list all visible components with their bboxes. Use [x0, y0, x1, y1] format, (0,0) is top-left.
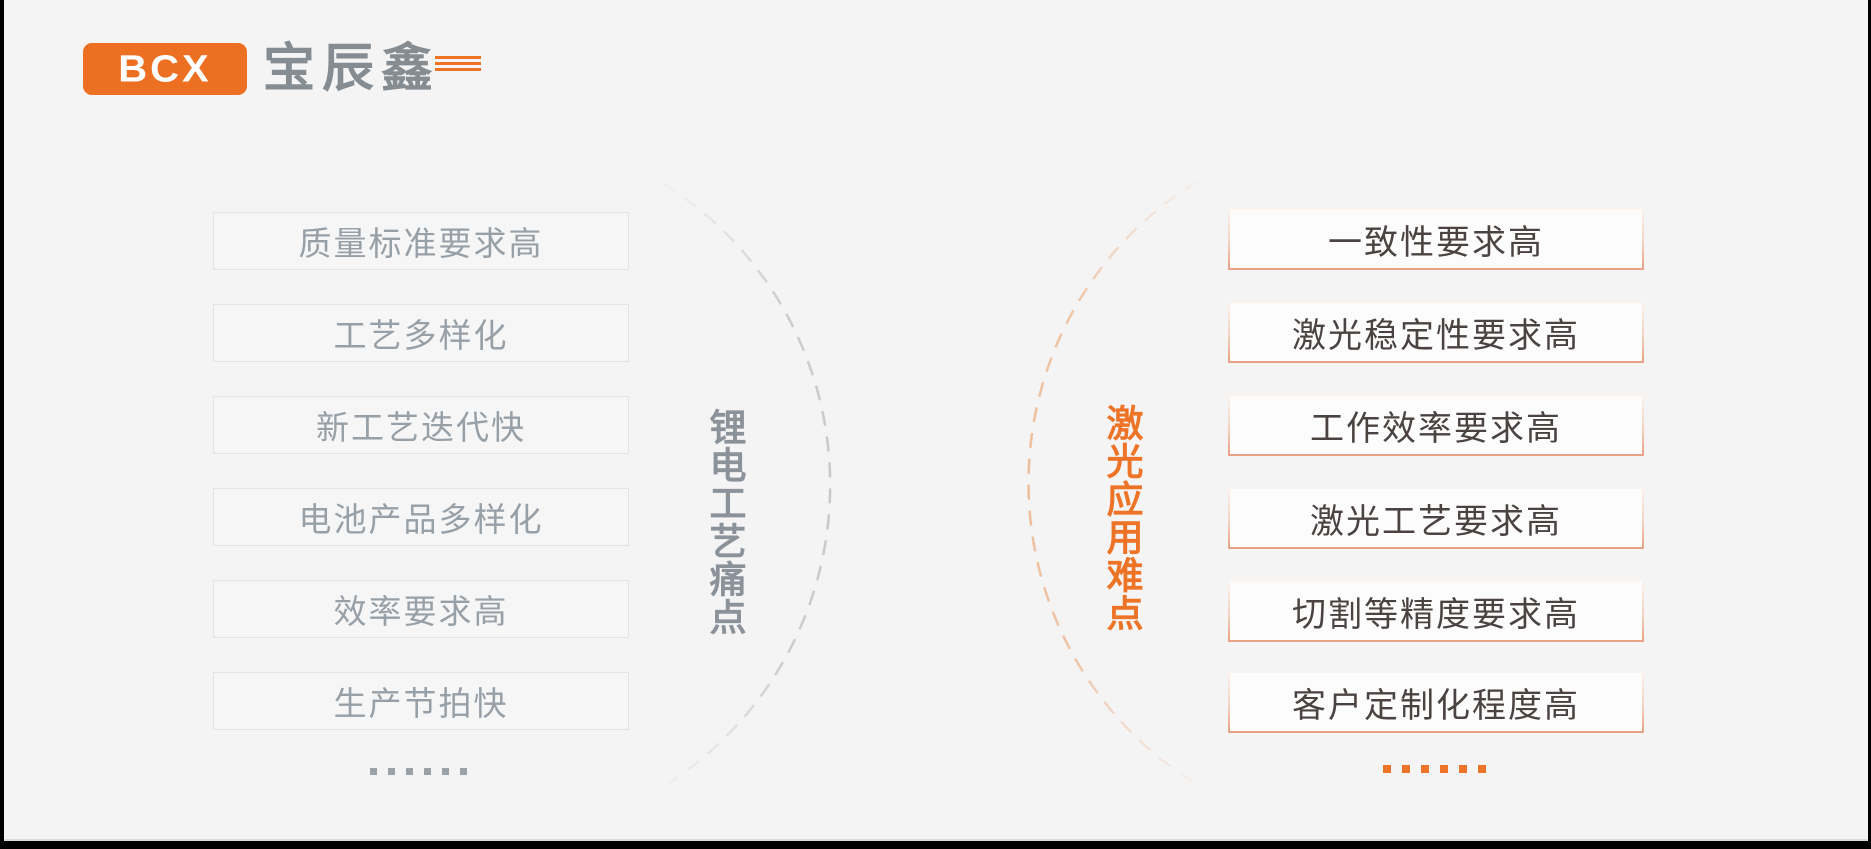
pain-point-item: 效率要求高 — [213, 580, 629, 638]
left-vertical-label: 锂电工艺痛点 — [704, 408, 745, 636]
laser-difficulty-item: 一致性要求高 — [1228, 208, 1644, 270]
right-ellipsis-dots — [1383, 765, 1486, 773]
laser-difficulty-item: 激光稳定性要求高 — [1228, 301, 1644, 363]
pain-point-item: 工艺多样化 — [213, 304, 629, 362]
pain-point-item: 质量标准要求高 — [213, 212, 629, 270]
laser-difficulty-item: 激光工艺要求高 — [1228, 487, 1644, 549]
logo-stripes-decoration — [435, 56, 481, 72]
brand-logo: BCX 宝辰鑫 — [83, 40, 481, 98]
right-vertical-label: 激光应用难点 — [1101, 404, 1142, 632]
logo-abbr-text: BCX — [118, 47, 212, 90]
logo-badge: BCX — [83, 43, 247, 95]
left-ellipsis-dots — [370, 768, 467, 775]
pain-point-item: 生产节拍快 — [213, 672, 629, 730]
pain-point-item: 新工艺迭代快 — [213, 396, 629, 454]
logo-company-name: 宝辰鑫 — [263, 40, 441, 98]
pain-point-item: 电池产品多样化 — [213, 488, 629, 546]
laser-difficulty-item: 切割等精度要求高 — [1228, 580, 1644, 642]
laser-difficulty-item: 客户定制化程度高 — [1228, 671, 1644, 733]
laser-difficulty-item: 工作效率要求高 — [1228, 394, 1644, 456]
slide-canvas: BCX 宝辰鑫 质量标准要求高 工艺多样化 新工艺迭代快 电池产品多样化 效率要… — [4, 0, 1868, 841]
